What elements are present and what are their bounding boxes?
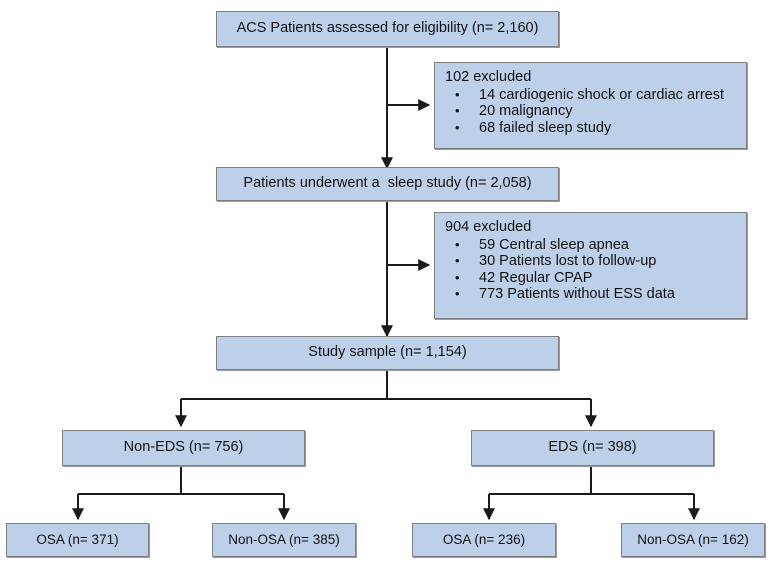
node-non-eds-non-osa: Non-OSA (n= 385) — [212, 523, 356, 557]
exclusion-2-item-4-label: 773 Patients without ESS data — [479, 286, 675, 302]
exclusion-2-item-2: • 30 Patients lost to follow-up — [445, 254, 740, 269]
exclusion-2-list: • 59 Central sleep apnea • 30 Patients los… — [445, 236, 740, 302]
node-non-eds: Non-EDS (n= 756) — [62, 430, 305, 466]
exclusion-1-item-1: • 14 cardiogenic shock or cardiac arrest — [445, 86, 740, 103]
exclusion-box-2: 904 excluded • 59 Central sleep apnea • 30… — [434, 212, 747, 319]
exclusion-box-1: 102 excluded • 14 cardiogenic shock or ca… — [434, 62, 747, 149]
exclusion-1-list: •14 cardiogenic shock or cardiac arrest … — [445, 86, 740, 136]
exclusion-1-item-2-label: 20 malignancy — [479, 103, 573, 119]
bullet-icon: • — [455, 236, 460, 252]
exclusion-2-item-2-label: 30 Patients lost to follow-up — [479, 253, 657, 269]
exclusion-1-item-1-label: 14 cardiogenic shock or cardiac arrest — [479, 86, 725, 103]
exclusion-2-item-1: • 59 Central sleep apnea — [445, 236, 740, 253]
node-eds-non-osa: Non-OSA (n= 162) — [621, 523, 765, 557]
bullet-icon: • — [455, 119, 460, 135]
bullet-icon: • — [455, 86, 460, 102]
bullet-icon: • — [455, 286, 460, 301]
bullet-icon: • — [455, 269, 460, 285]
node-eds: EDS (n= 398) — [471, 430, 714, 466]
exclusion-1-item-2: • 20 malignancy — [445, 104, 740, 119]
node-sleep-study: Patients underwent a sleep study (n= 2,0… — [216, 167, 559, 201]
node-study-sample: Study sample (n= 1,154) — [216, 336, 559, 370]
exclusion-2-item-3: • 42 Regular CPAP — [445, 269, 740, 286]
exclusion-1-item-3: • 68 failed sleep study — [445, 119, 740, 136]
exclusion-2-title: 904 excluded — [445, 219, 532, 235]
bullet-icon: • — [455, 253, 460, 268]
exclusion-1-title: 102 excluded — [445, 69, 532, 85]
exclusion-2-item-1-label: 59 Central sleep apnea — [479, 236, 629, 253]
bullet-icon: • — [455, 103, 460, 118]
node-eds-osa: OSA (n= 236) — [412, 523, 556, 557]
exclusion-2-item-3-label: 42 Regular CPAP — [479, 269, 593, 286]
exclusion-1-item-3-label: 68 failed sleep study — [479, 119, 612, 136]
node-non-eds-osa: OSA (n= 371) — [6, 523, 149, 557]
node-eligibility: ACS Patients assessed for eligibility (n… — [216, 11, 559, 47]
exclusion-2-item-4: • 773 Patients without ESS data — [445, 287, 740, 302]
